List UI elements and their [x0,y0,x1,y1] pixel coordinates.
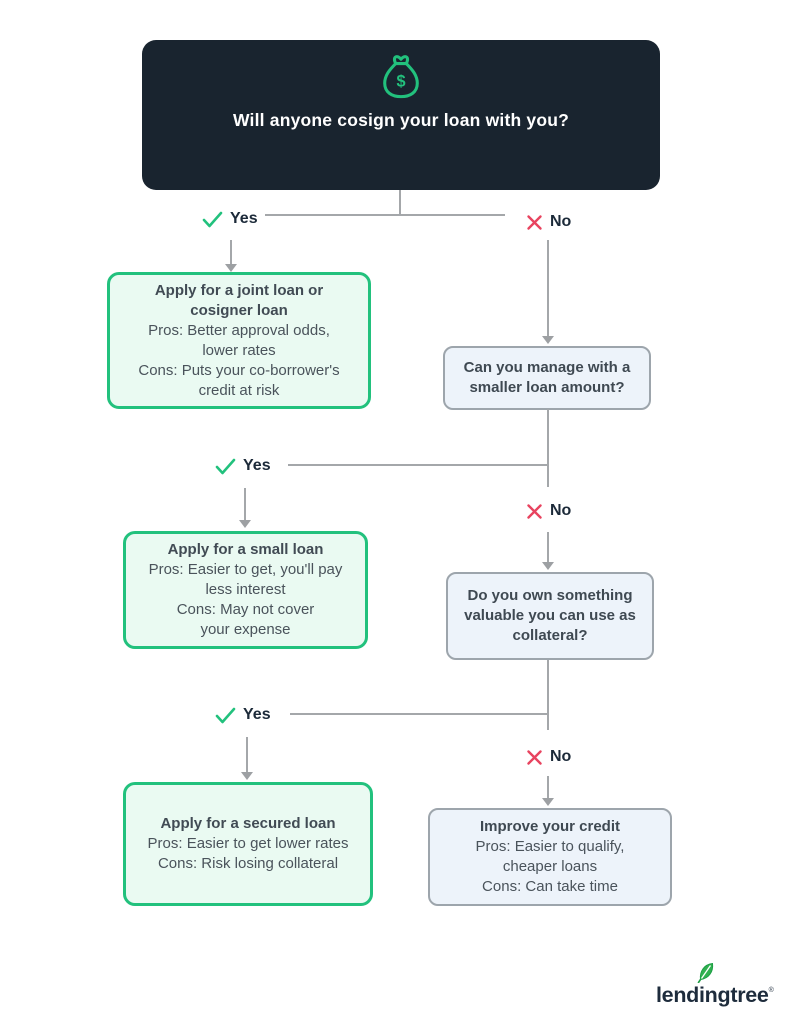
question-box-smaller-loan: Can you manage with a smaller loan amoun… [443,346,651,410]
yes-label-text: Yes [243,457,271,474]
money-bag-icon: $ [383,55,419,99]
root-question-card: $ Will anyone cosign your loan with you? [142,40,660,190]
connector-row3-horizontal [290,713,549,715]
branch-label-no-1: No [526,209,571,235]
arrowhead-yes2 [239,520,251,528]
no-label-text: No [550,748,572,765]
connector-yes1-arrow-shaft [230,240,232,265]
connector-row2-stem [547,409,549,487]
outcome-small-loan-body: Pros: Easier to get, you'll pay less int… [148,561,343,638]
dollar-sign-glyph: $ [396,73,405,91]
connector-yes2-arrow-shaft [244,488,246,521]
connector-row3-stem [547,660,549,730]
check-icon [215,707,236,723]
branch-label-yes-2: Yes [215,453,271,479]
connector-no2-arrow-shaft [547,532,549,563]
connector-yes3-arrow-shaft [246,737,248,773]
branch-label-no-2: No [526,498,571,524]
root-question-text: Will anyone cosign your loan with you? [232,110,570,130]
outcome-box-secured-loan: Apply for a secured loan Pros: Easier to… [123,782,373,906]
question-smaller-loan-text: Can you manage with a smaller loan amoun… [463,359,631,396]
connector-no1-arrow-shaft [547,240,549,337]
connector-root-stem [399,190,401,215]
branch-label-yes-3: Yes [215,702,271,728]
check-icon [215,458,236,474]
registered-mark: ® [768,987,774,994]
arrowhead-yes3 [241,772,253,780]
outcome-cosigner-title: Apply for a joint loan or cosigner loan [154,281,324,319]
branch-label-yes-1: Yes [202,206,258,232]
check-icon [202,211,223,227]
lendingtree-logo: lendingtree® [656,962,792,1008]
arrowhead-no1 [542,336,554,344]
no-label-text: No [550,502,572,519]
logo-wordmark: lendingtree® [656,983,774,1008]
question-collateral-text: Do you own something valuable you can us… [464,587,636,644]
logo-word: lendingtree [656,983,769,1007]
arrowhead-no3 [542,798,554,806]
connector-row1-horizontal [265,214,505,216]
outcome-cosigner-body: Pros: Better approval odds, lower rates … [138,321,340,399]
yes-label-text: Yes [243,706,271,723]
no-label-text: No [550,213,572,230]
arrowhead-no2 [542,562,554,570]
yes-label-text: Yes [230,210,258,227]
x-icon [527,749,542,765]
outcome-box-improve-credit: Improve your credit Pros: Easier to qual… [428,808,672,906]
connector-row2-horizontal [288,464,549,466]
outcome-small-loan-title: Apply for a small loan [167,541,324,558]
outcome-box-cosigner-loan: Apply for a joint loan or cosigner loan … [107,272,371,409]
outcome-secured-loan-title: Apply for a secured loan [160,815,336,832]
outcome-improve-credit-body: Pros: Easier to qualify, cheaper loans C… [475,838,625,895]
outcome-secured-loan-body: Pros: Easier to get lower rates Cons: Ri… [147,835,349,872]
arrowhead-yes1 [225,264,237,272]
x-icon [527,214,542,230]
outcome-box-small-loan: Apply for a small loan Pros: Easier to g… [123,531,368,649]
connector-no3-arrow-shaft [547,776,549,799]
leaf-icon [697,962,714,983]
x-icon [527,503,542,519]
outcome-improve-credit-title: Improve your credit [479,818,621,835]
branch-label-no-3: No [526,744,571,770]
question-box-collateral: Do you own something valuable you can us… [446,572,654,660]
